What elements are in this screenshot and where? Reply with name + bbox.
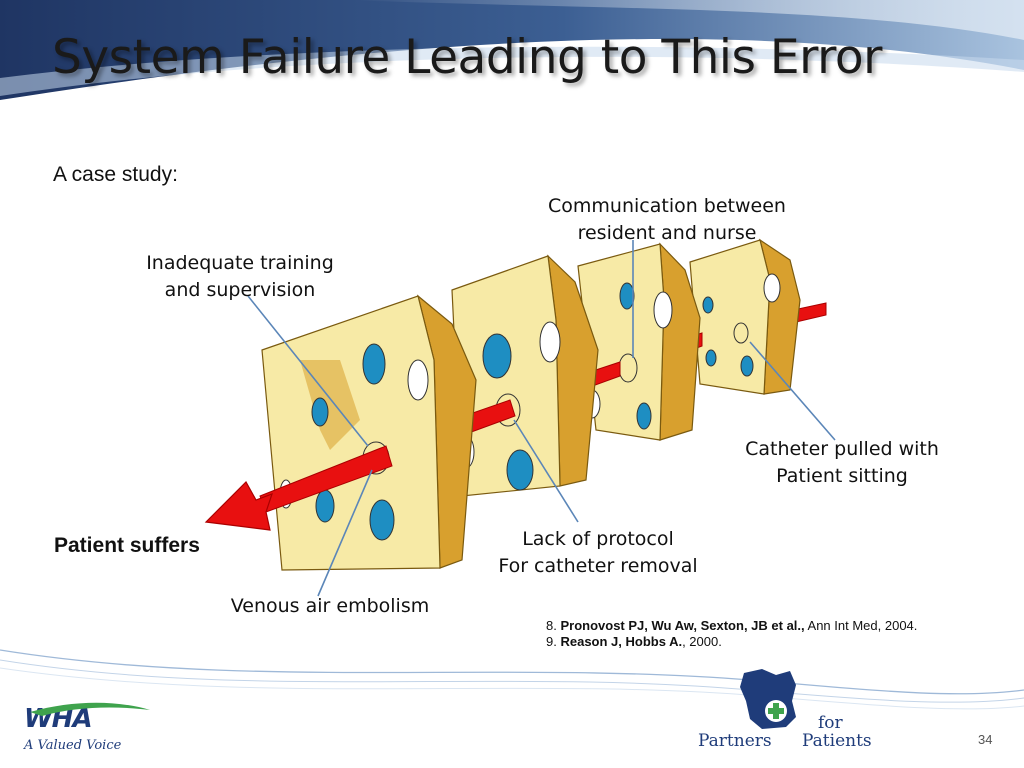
- label-training: Inadequate training and supervision: [112, 250, 368, 304]
- reference-authors: Reason J, Hobbs A.: [560, 634, 683, 649]
- reference-item: 9. Reason J, Hobbs A., 2000.: [546, 634, 917, 650]
- label-training-line2: and supervision: [164, 279, 316, 301]
- label-communication-line1: Communication between: [548, 195, 786, 217]
- page-number: 34: [978, 732, 993, 747]
- wha-tagline: A Valued Voice: [24, 738, 122, 753]
- cheese-hole: [311, 397, 329, 427]
- header-swoosh-highlight: [350, 0, 1024, 40]
- pfp-for-text: for: [818, 713, 843, 733]
- pfp-patients-text: Patients: [802, 731, 872, 751]
- label-protocol-line1: Lack of protocol: [522, 528, 674, 550]
- cheese-hole: [619, 282, 635, 310]
- pfp-partners-text: Partners: [698, 731, 772, 751]
- cheese-hole: [369, 499, 395, 541]
- label-embolism: Venous air embolism: [230, 595, 430, 617]
- footer-line-1: [0, 649, 1024, 695]
- reference-number: 9.: [546, 634, 557, 649]
- leader-catheter: [749, 341, 836, 441]
- partners-for-patients-logo: Partners for Patients: [692, 665, 882, 755]
- leader-embolism: [317, 469, 373, 597]
- cheese-hole: [702, 296, 714, 314]
- cheese-hole: [482, 333, 512, 379]
- cheese-hole: [705, 349, 717, 367]
- label-training-line1: Inadequate training: [146, 252, 334, 274]
- cheese-slice-1: [261, 294, 477, 571]
- wisconsin-map-icon: [740, 669, 796, 729]
- cheese-slice-2: [451, 254, 599, 497]
- reference-item: 8. Pronovost PJ, Wu Aw, Sexton, JB et al…: [546, 618, 917, 634]
- cheese-hole: [653, 291, 673, 329]
- reference-source: Ann Int Med, 2004.: [804, 618, 918, 633]
- label-catheter-line2: Patient sitting: [776, 465, 908, 487]
- header-swoosh-light: [0, 46, 1024, 96]
- reference-authors: Pronovost PJ, Wu Aw, Sexton, JB et al.,: [560, 618, 805, 633]
- patient-suffers-label: Patient suffers: [54, 534, 200, 557]
- label-protocol: Lack of protocol For catheter removal: [468, 526, 728, 580]
- cheese-slice-3: [577, 242, 701, 441]
- leader-training: [247, 295, 369, 447]
- cheese-hole: [315, 489, 335, 523]
- cheese-hole: [407, 359, 429, 401]
- cheese-hole: [506, 449, 534, 491]
- slide-title: System Failure Leading to This Error: [52, 30, 882, 85]
- wha-swoosh-icon: [30, 702, 150, 716]
- label-catheter-line1: Catheter pulled with: [745, 438, 939, 460]
- case-study-label: A case study:: [53, 163, 178, 186]
- leader-protocol: [513, 419, 579, 523]
- cheese-hole: [539, 321, 561, 363]
- reference-source: , 2000.: [682, 634, 722, 649]
- header-swoosh: [0, 0, 1024, 100]
- cheese-slice-4: [689, 238, 801, 395]
- footer-line-3: [0, 667, 1024, 710]
- cheese-hole: [733, 322, 749, 344]
- cheese-hole: [636, 402, 652, 430]
- cheese-hole: [618, 353, 638, 383]
- cheese-hole: [763, 273, 781, 303]
- cheese-hole: [740, 355, 754, 377]
- footer-line-2: [0, 659, 1024, 703]
- cheese-hole: [362, 343, 386, 385]
- wha-logo: WHA A Valued Voice: [22, 700, 152, 760]
- label-communication: Communication between resident and nurse: [514, 193, 820, 247]
- label-catheter: Catheter pulled with Patient sitting: [720, 436, 964, 490]
- reference-number: 8.: [546, 618, 557, 633]
- label-protocol-line2: For catheter removal: [498, 555, 698, 577]
- references: 8. Pronovost PJ, Wu Aw, Sexton, JB et al…: [546, 618, 917, 650]
- arrow-head: [204, 481, 273, 531]
- label-communication-line2: resident and nurse: [577, 222, 757, 244]
